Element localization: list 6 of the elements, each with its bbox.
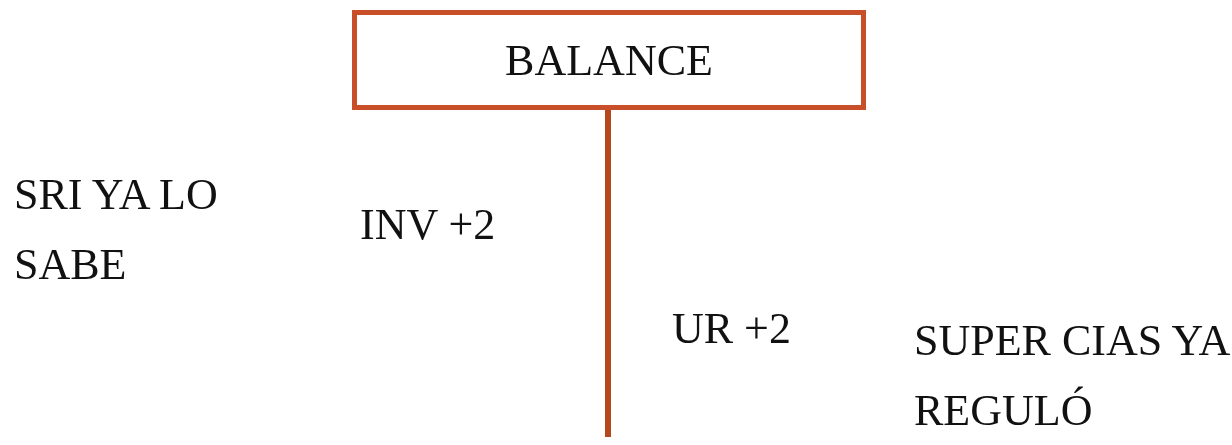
note-text: SUPER CIAS YA REGULÓ bbox=[914, 315, 1230, 437]
title-box bbox=[352, 10, 866, 110]
note-text: UR +2 bbox=[672, 303, 792, 355]
box-label: BALANCE bbox=[505, 34, 713, 86]
note-text: SRI YA LO SABE bbox=[14, 169, 219, 291]
note-text: INV +2 bbox=[360, 199, 497, 251]
